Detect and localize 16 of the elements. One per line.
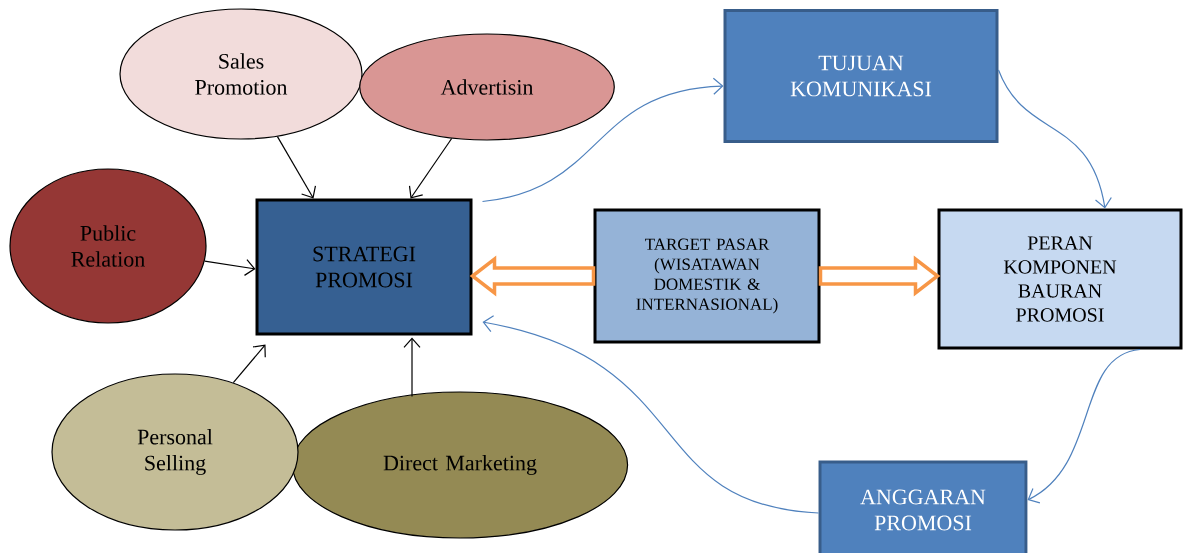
arrow: [232, 344, 266, 384]
curved-arrow: [481, 77, 724, 203]
curved-arrow: [482, 315, 820, 514]
block-arrow: [818, 255, 941, 297]
process-box: TUJUAN KOMUNIKASI: [723, 9, 999, 143]
arrow: [403, 337, 421, 397]
process-box: PERAN KOMPONEN BAURAN PROMOSI: [937, 208, 1183, 350]
process-box: TARGET PASAR (WISATAWAN DOMESTIK & INTERNASIONAL): [593, 208, 821, 344]
arrow: [408, 137, 453, 199]
curved-arrow: [1027, 348, 1141, 504]
block-arrow: [469, 255, 596, 297]
arrow: [204, 258, 256, 276]
process-box: STRATEGI PROMOSI: [255, 198, 473, 336]
curved-arrow: [997, 69, 1112, 209]
arrow: [276, 135, 317, 199]
process-box: ANGGARAN PROMOSI: [818, 460, 1028, 553]
